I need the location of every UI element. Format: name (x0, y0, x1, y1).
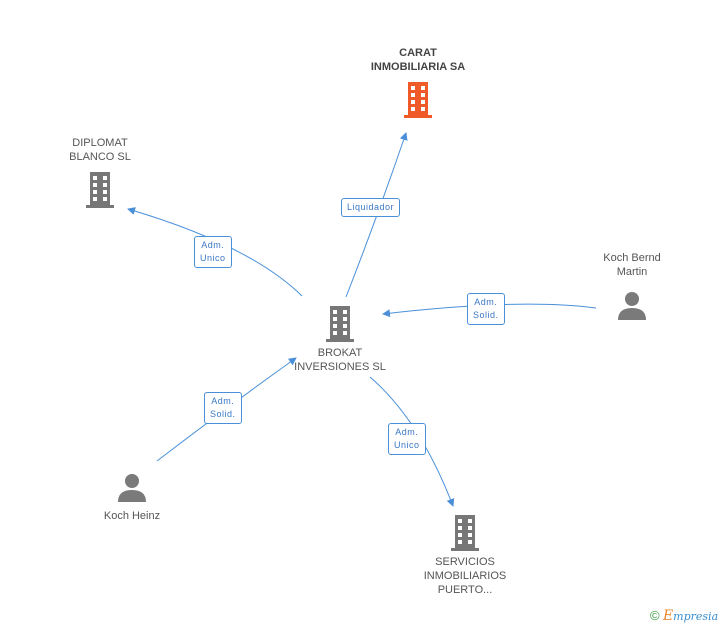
edge-bernd-brokat (382, 303, 597, 318)
brand-logo: Empresia (662, 608, 719, 624)
empresia-watermark: © Empresia (650, 608, 718, 624)
node-label: DIPLOMAT BLANCO SL (69, 137, 131, 163)
person-icon (618, 292, 646, 320)
node-label: SERVICIOS INMOBILIARIOS PUERTO... (423, 556, 507, 596)
node-label: Koch Bernd Martin (603, 252, 661, 278)
building-icon (86, 172, 114, 208)
copyright-symbol: © (650, 608, 660, 623)
edge-brokat-diplomat (127, 207, 303, 297)
edge-label-adm-unico-diplomat: Adm. Unico (194, 236, 232, 268)
building-icon (451, 515, 479, 551)
edge-label-liquidador: Liquidador (341, 198, 401, 217)
node-label: BROKAT INVERSIONES SL (294, 347, 386, 373)
edge-label-adm-solid-heinz: Adm. Solid. (204, 392, 242, 424)
building-icon (326, 306, 354, 342)
edge-label-adm-unico-servicios: Adm. Unico (388, 423, 426, 455)
node-label: Koch Heinz (103, 510, 161, 522)
node-label: CARAT INMOBILIARIA SA (370, 47, 466, 73)
building-icon (404, 82, 432, 118)
edge-label-adm-solid-bernd: Adm. Solid. (467, 293, 505, 325)
person-icon (118, 474, 146, 502)
